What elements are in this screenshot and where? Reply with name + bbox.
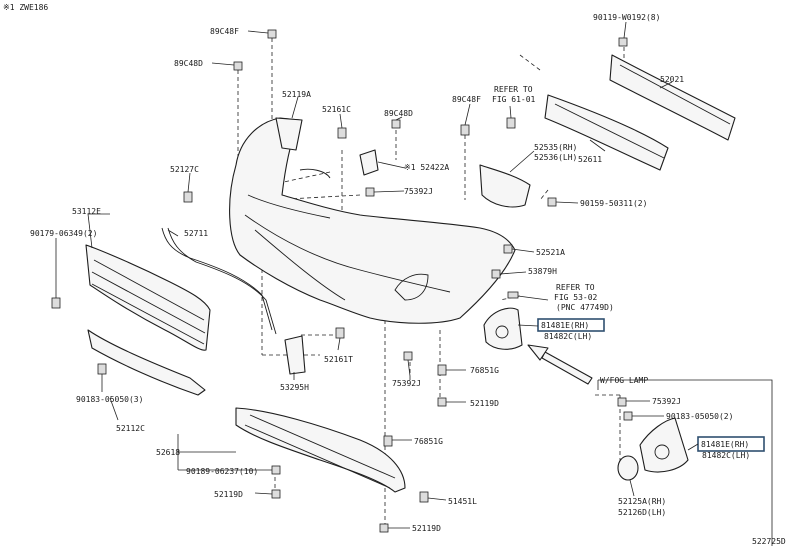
label-76851g-a: 76851G	[470, 366, 499, 375]
label-53112e: 53112E	[72, 207, 101, 216]
side-bracket	[284, 335, 306, 375]
upper-retainer	[275, 117, 303, 151]
label-75392j-a: 75392J	[404, 187, 433, 196]
fog-cover-main	[483, 307, 523, 350]
side-retainer	[479, 164, 531, 208]
label-89c48f-b: 89C48F	[452, 95, 481, 104]
lower-spoiler	[87, 329, 206, 396]
label-52521a: 52521A	[536, 248, 565, 257]
label-52112c: 52112C	[116, 424, 145, 433]
label-52611: 52611	[578, 155, 602, 164]
label-refer1: REFER TO	[494, 85, 533, 94]
label-52535: 52535(RH)	[534, 143, 577, 152]
label-89c48d-b: 89C48D	[384, 109, 413, 118]
label-refer2: REFER TO	[556, 283, 595, 292]
label-52126d: 52126D(LH)	[618, 508, 666, 517]
label-52119a: 52119A	[282, 90, 311, 99]
inset-frame	[597, 379, 773, 546]
label-90183-a: 90183-05050(3)	[76, 395, 143, 404]
footer-code: 522725D	[752, 537, 786, 546]
highlight-81481e	[537, 318, 605, 332]
inset-fog-cover	[617, 417, 689, 481]
label-53879h: 53879H	[528, 267, 557, 276]
label-52711: 52711	[184, 229, 208, 238]
label-52119d-a: 52119D	[470, 399, 499, 408]
label-81481e-inset: 81481E(RH)	[701, 440, 749, 449]
label-refer1b: FIG 61-01	[492, 95, 536, 104]
label-89c48f-a: 89C48F	[210, 27, 239, 36]
energy-absorber	[544, 94, 669, 171]
bumper-molding	[161, 227, 277, 335]
label-81482c-inset: 81482C(LH)	[702, 451, 750, 460]
label-75392j-b: 75392J	[392, 379, 421, 388]
label-52536: 52536(LH)	[534, 153, 577, 162]
label-76851g-b: 76851G	[414, 437, 443, 446]
label-90183-b: 90183-05050(2)	[666, 412, 733, 421]
leader-lines	[55, 21, 699, 529]
label-52021: 52021	[660, 75, 684, 84]
label-89c48d-a: 89C48D	[174, 59, 203, 68]
inset-title: W/FOG LAMP	[600, 376, 648, 385]
label-52422a: ※1 52422A	[404, 163, 449, 172]
bumper-reinforcement	[609, 54, 736, 141]
label-52119d-b: 52119D	[214, 490, 243, 499]
lower-grille	[85, 244, 211, 351]
label-refer2b: FIG 53-02	[554, 293, 598, 302]
bumper-cover	[229, 117, 516, 324]
label-52127c: 52127C	[170, 165, 199, 174]
label-90179: 90179-06349(2)	[30, 229, 97, 238]
part-labels: ※1 ZWE186 89C48F 89C48D 52119A 52161C 89…	[3, 3, 786, 546]
label-75392j-c: 75392J	[652, 397, 681, 406]
label-90159: 90159-50311(2)	[580, 199, 647, 208]
label-52125a: 52125A(RH)	[618, 497, 666, 506]
label-81481e: 81481E(RH)	[541, 321, 589, 330]
label-52618: 52618	[156, 448, 180, 457]
label-52119d-c: 52119D	[412, 524, 441, 533]
label-52161t: 52161T	[324, 355, 353, 364]
label-81482c: 81482C(LH)	[544, 332, 592, 341]
label-52161c: 52161C	[322, 105, 351, 114]
header-note: ※1 ZWE186	[3, 3, 48, 12]
lower-absorber	[235, 407, 406, 493]
label-90189: 90189-06237(10)	[186, 467, 258, 476]
label-refer2c: (PNC 47749D)	[556, 303, 614, 312]
label-53295h: 53295H	[280, 383, 309, 392]
label-90119: 90119-W0192(8)	[593, 13, 660, 22]
label-51451l: 51451L	[448, 497, 477, 506]
direction-arrow	[527, 344, 593, 385]
